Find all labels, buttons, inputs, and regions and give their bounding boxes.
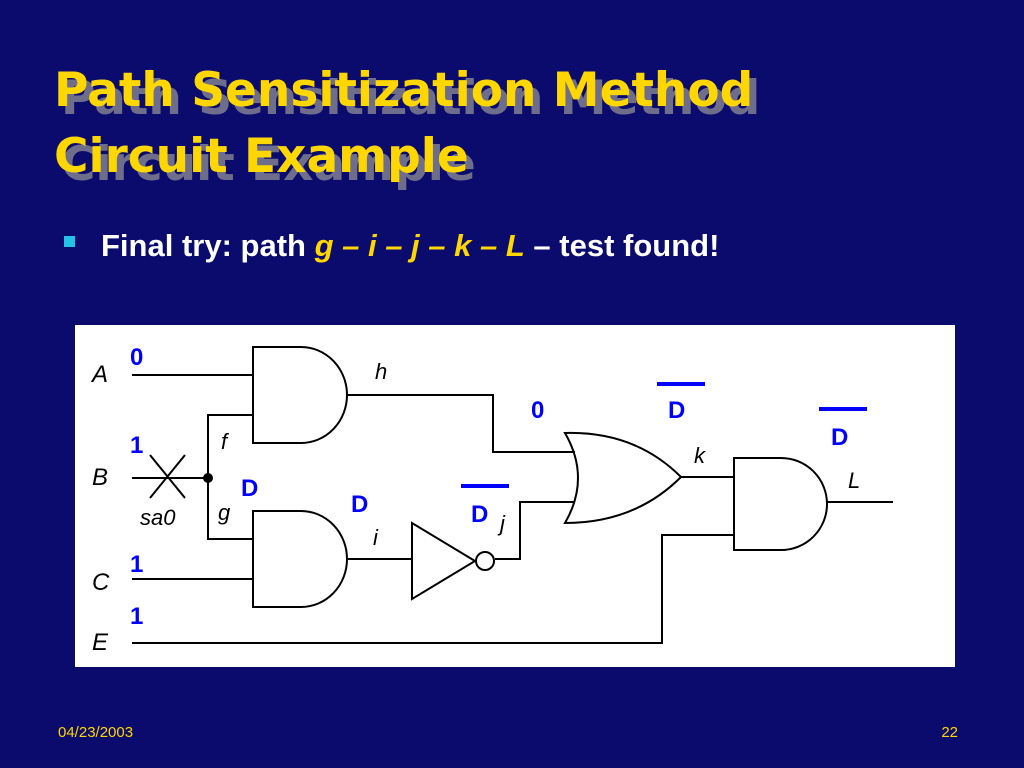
- fault-label: sa0: [140, 505, 176, 530]
- title-line-1: Path Sensitization Method Path Sensitiza…: [54, 58, 1014, 126]
- input-label-a: A: [90, 361, 108, 388]
- inverter-bubble: [475, 551, 495, 571]
- fault-cross-stroke-2: [149, 454, 186, 499]
- circuit-figure: A B C E sa0 f g h i j k L 0 1 1 1 D D D …: [75, 325, 955, 667]
- value-a: 0: [130, 344, 143, 371]
- value-b: 1: [130, 432, 143, 459]
- bullet-prefix: Final try: path: [101, 228, 315, 263]
- title-line-1-text: Path Sensitization Method: [54, 63, 754, 118]
- value-j: D: [471, 501, 488, 528]
- net-label-i: i: [373, 525, 379, 550]
- title-line-2-shadow: Circuit Example: [61, 137, 476, 192]
- value-g: D: [241, 475, 258, 502]
- net-label-h: h: [375, 359, 387, 384]
- net-label-j: j: [497, 511, 506, 536]
- value-e: 1: [130, 603, 143, 630]
- value-k: D: [668, 397, 685, 424]
- net-label-k: k: [694, 443, 706, 468]
- net-label-l: L: [848, 468, 860, 493]
- slide-title: Path Sensitization Method Path Sensitiza…: [54, 58, 1014, 192]
- wire-h: [347, 394, 575, 453]
- wire-j: [495, 501, 575, 560]
- bullet-text: Final try: path g – i – j – k – L – test…: [101, 224, 921, 268]
- net-label-f: f: [221, 429, 230, 454]
- square-bullet-icon: [64, 236, 75, 247]
- and-gate-i: [252, 510, 348, 608]
- value-i: D: [351, 491, 368, 518]
- footer-page-number: 22: [941, 724, 958, 741]
- circuit-diagram: A B C E sa0 f g h i j k L 0 1 1 1 D D D …: [90, 344, 893, 656]
- input-label-e: E: [92, 629, 109, 656]
- and-gate-h: [252, 346, 348, 444]
- input-label-b: B: [92, 464, 108, 491]
- wire-e: [132, 534, 734, 644]
- title-line-2: Circuit Example Circuit Example: [54, 124, 1014, 192]
- title-line-1-shadow: Path Sensitization Method: [61, 71, 761, 126]
- bullet-path: g – i – j – k – L: [314, 228, 525, 263]
- fanout-dot: [203, 473, 213, 483]
- value-h: 0: [531, 397, 544, 424]
- title-line-2-text: Circuit Example: [54, 129, 469, 184]
- bullet-suffix: – test found!: [524, 228, 720, 263]
- footer-date: 04/23/2003: [58, 724, 134, 741]
- value-c: 1: [130, 551, 143, 578]
- wire-g: [207, 478, 253, 540]
- or-gate-k: [563, 431, 683, 525]
- wire-f: [207, 414, 253, 478]
- value-l: D: [831, 424, 848, 451]
- inverter-gate: [411, 521, 477, 601]
- input-label-c: C: [92, 569, 110, 596]
- and-gate-l: [733, 457, 828, 551]
- circuit-wires: [132, 374, 893, 644]
- net-label-g: g: [218, 500, 231, 525]
